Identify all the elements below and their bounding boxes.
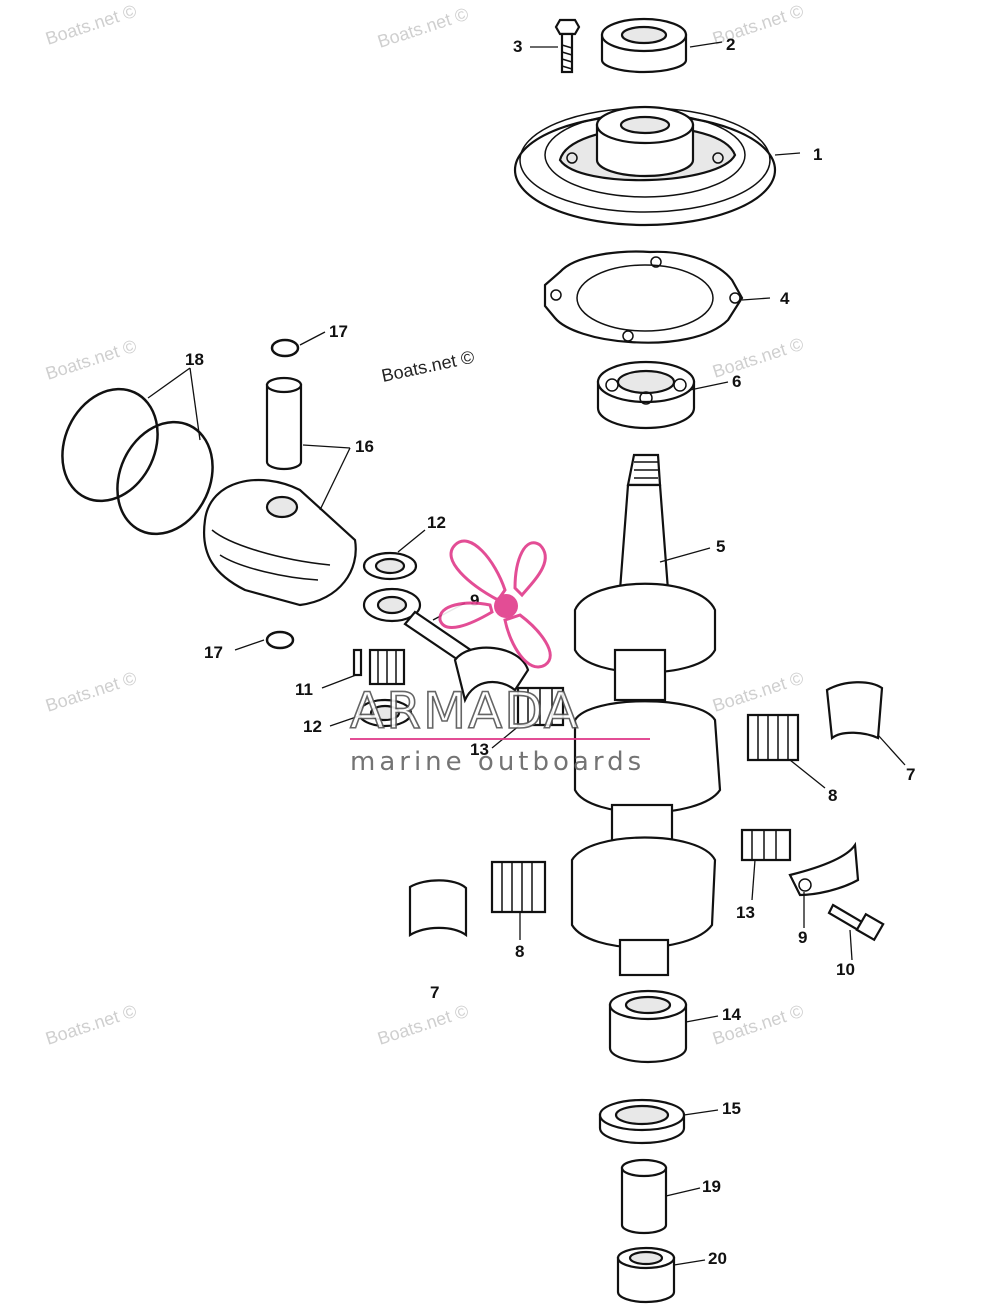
part-screw-10 bbox=[827, 903, 885, 942]
watermark: Boats.net © bbox=[375, 1001, 471, 1049]
watermark: Boats.net © bbox=[43, 1001, 139, 1049]
callout-12: 12 bbox=[303, 717, 322, 736]
callout-5: 5 bbox=[716, 537, 725, 556]
part-race-7 bbox=[408, 681, 884, 938]
part-gasket-4 bbox=[543, 250, 744, 344]
part-bearing-20 bbox=[616, 1246, 676, 1304]
part-connecting-rod-9 bbox=[362, 587, 530, 704]
callout-19: 19 bbox=[702, 1177, 721, 1196]
leader-lines bbox=[147, 41, 906, 1266]
callout-8: 8 bbox=[515, 942, 524, 961]
armada-logo: ARMADA marine outboards bbox=[349, 539, 650, 777]
part-seal-2 bbox=[600, 17, 688, 74]
callout-18: 18 bbox=[185, 350, 204, 369]
watermark: Boats.net © bbox=[375, 4, 471, 52]
callout-16: 16 bbox=[355, 437, 374, 456]
watermark: Boats.net © bbox=[43, 1, 139, 49]
callout-20: 20 bbox=[708, 1249, 727, 1268]
part-rod-cap-9 bbox=[788, 841, 860, 897]
callout-11: 11 bbox=[295, 680, 313, 699]
part-piston-16 bbox=[202, 376, 357, 607]
callout-3: 3 bbox=[513, 37, 522, 56]
callout-9: 9 bbox=[798, 928, 807, 947]
watermark: Boats.net © bbox=[43, 336, 139, 384]
callout-15: 15 bbox=[722, 1099, 741, 1118]
callout-13: 13 bbox=[470, 740, 489, 759]
part-bearing-14 bbox=[608, 989, 688, 1064]
callout-12: 12 bbox=[427, 513, 446, 532]
callout-6: 6 bbox=[732, 372, 741, 391]
watermark: Boats.net © bbox=[43, 668, 139, 716]
callout-2: 2 bbox=[726, 35, 735, 54]
callout-8: 8 bbox=[828, 786, 837, 805]
callout-4: 4 bbox=[780, 289, 790, 308]
logo-name: ARMADA bbox=[350, 682, 580, 740]
logo-tagline: marine outboards bbox=[350, 747, 645, 777]
part-clip-17 bbox=[265, 338, 300, 650]
callout-10: 10 bbox=[836, 960, 855, 979]
callout-14: 14 bbox=[722, 1005, 741, 1024]
part-washer-12 bbox=[357, 551, 418, 728]
part-bearing-cage-8 bbox=[490, 713, 800, 914]
part-bearing-half-13 bbox=[516, 686, 792, 862]
callout-17: 17 bbox=[204, 643, 223, 662]
callout-13: 13 bbox=[736, 903, 755, 922]
watermark: Boats.net © bbox=[710, 668, 806, 716]
callout-17: 17 bbox=[329, 322, 348, 341]
part-seal-15 bbox=[598, 1098, 686, 1145]
part-piston-rings-18 bbox=[61, 387, 214, 536]
part-ball-bearing-6 bbox=[596, 360, 696, 430]
part-bearing-housing-1 bbox=[513, 105, 777, 227]
part-crankshaft-5 bbox=[570, 453, 722, 977]
watermark: Boats.net © bbox=[710, 1, 806, 49]
inline-watermark: Boats.net © bbox=[380, 347, 476, 386]
callout-7: 7 bbox=[906, 765, 915, 784]
watermark: Boats.net © bbox=[710, 334, 806, 382]
callout-labels: 1 2 3 4 5 6 7 7 8 8 9 9 10 11 12 12 13 1… bbox=[185, 35, 915, 1268]
part-sleeve-19 bbox=[620, 1158, 668, 1235]
callout-1: 1 bbox=[813, 145, 822, 164]
part-bolt-3 bbox=[554, 18, 581, 74]
callout-7: 7 bbox=[430, 983, 439, 1002]
callout-9: 9 bbox=[470, 591, 479, 610]
part-needle-bearing-11 bbox=[352, 648, 406, 686]
propeller-icon bbox=[438, 539, 552, 669]
